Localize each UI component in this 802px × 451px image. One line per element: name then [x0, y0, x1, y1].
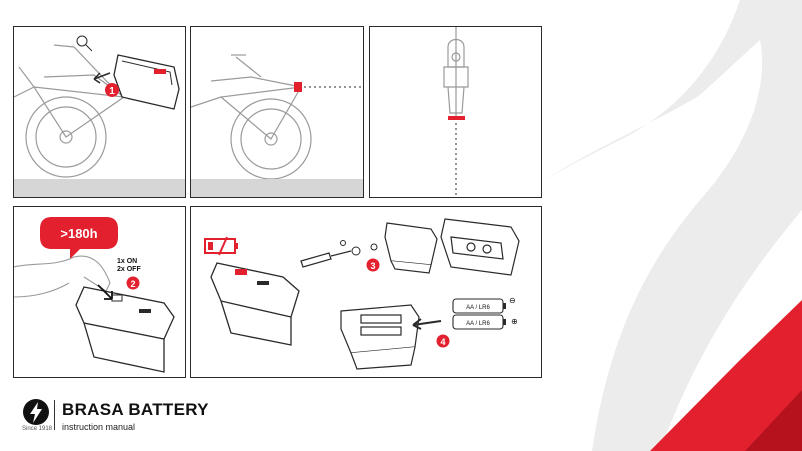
battery-cell-2-label: AA / LR6: [466, 321, 490, 327]
floor-strip: [14, 179, 185, 197]
since-label: Since 1918: [22, 426, 53, 432]
step-1-badge: 1: [109, 86, 115, 97]
panel-rear-view: [369, 26, 542, 198]
rear-light-indicator: [448, 116, 465, 120]
step-2-badge: 2: [130, 279, 135, 289]
dark-red-corner-stripe: [745, 390, 802, 451]
screws-icon: [340, 240, 378, 256]
panel-power-switch: >180h 1x ON 2x OFF 2: [13, 206, 186, 378]
battery-unit-top-view: [75, 286, 175, 373]
screwdriver-icon: [300, 250, 352, 268]
brand-title: BRASA BATTERY: [62, 400, 209, 419]
brand-logo-icon: [23, 399, 49, 425]
insert-arrow-icon: [412, 318, 442, 330]
low-battery-icon: [204, 236, 238, 256]
open-battery-compartment: [340, 304, 420, 370]
step-1-badge-circle: [105, 83, 119, 97]
battery-cell-1-label: AA / LR6: [466, 305, 490, 311]
aa-batteries-icon: [452, 298, 506, 330]
battery-base-exploded: [440, 218, 520, 276]
step-4-badge-circle: [436, 334, 450, 348]
floor-strip-2: [191, 179, 363, 197]
panel-battery-mounted: [190, 26, 364, 198]
off-press-label: 2x OFF: [117, 266, 141, 273]
panel-remove-battery: 1: [13, 26, 186, 198]
step-3-badge-circle: [366, 258, 380, 272]
screw-icon: [76, 35, 93, 52]
press-arrow-icon: [97, 284, 113, 300]
battery-cover-removed: [384, 222, 438, 274]
step-4-badge: 4: [440, 337, 445, 347]
footer-divider: [54, 400, 55, 430]
plus-polarity: ⊕: [511, 317, 518, 326]
on-press-label: 1x ON: [117, 258, 137, 265]
duration-label: >180h: [60, 226, 97, 241]
closed-battery-unit: [210, 262, 300, 346]
finger-illustration: [14, 255, 111, 298]
bicycle-drawing-2: [191, 54, 312, 180]
mounted-battery-light: [294, 82, 302, 92]
speech-bubble: [40, 217, 118, 259]
step-3-badge: 3: [370, 261, 375, 271]
bicycle-rear-drawing: [443, 27, 469, 119]
brand-subtitle: instruction manual: [62, 422, 136, 432]
red-corner-stripe: [650, 300, 802, 451]
arrow-icon: [93, 72, 111, 84]
step-2-badge-circle: [126, 276, 140, 290]
minus-polarity: ⊖: [509, 296, 516, 305]
battery-unit-illustration: [113, 54, 180, 110]
bicycle-drawing: [14, 44, 126, 178]
panel-replace-batteries: 3 AA: [190, 206, 542, 378]
grey-swoosh-shape: [545, 0, 802, 451]
